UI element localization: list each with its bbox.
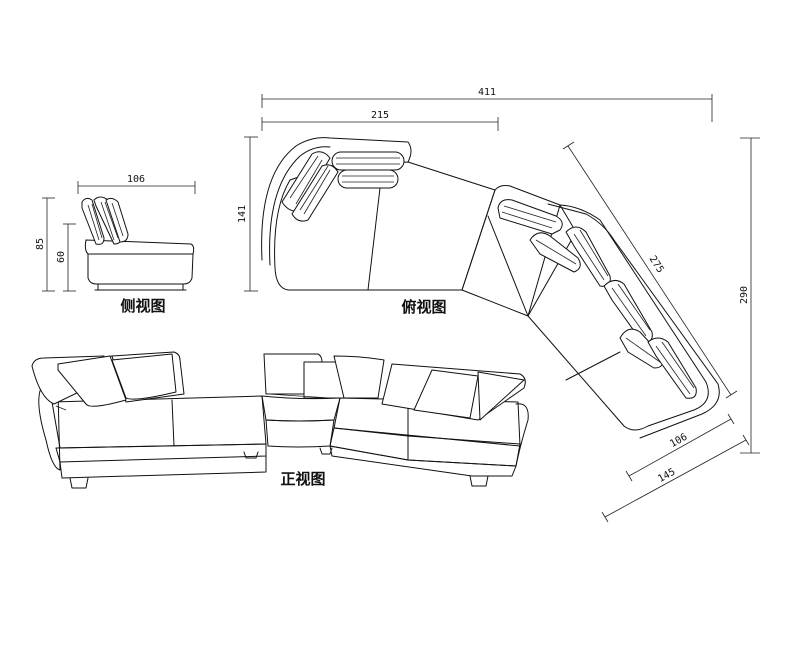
top-total-depth-dimension: 290 [739, 137, 760, 454]
top-view-label: 俯视图 [401, 298, 446, 316]
top-total-width-value: 411 [478, 87, 496, 98]
top-left-width-dimension: 215 [261, 110, 499, 131]
top-seat-depth-value: 106 [668, 432, 689, 450]
side-width-dimension: 106 [77, 174, 196, 194]
top-left-depth-value: 141 [237, 205, 248, 223]
top-seat-depth-dimension: 106 [625, 413, 735, 482]
front-cushions [31, 351, 526, 421]
top-total-depth-value: 290 [739, 286, 750, 304]
top-diagonal-value: 275 [647, 254, 666, 275]
side-height-dimension: 85 [35, 197, 55, 292]
top-sofa-outline [261, 137, 720, 439]
side-sofa-outline [81, 196, 195, 291]
side-height-seat-value: 60 [56, 251, 67, 263]
side-height-total-value: 85 [35, 238, 46, 250]
top-total-width-dimension: 411 [261, 87, 713, 122]
top-left-depth-dimension: 141 [237, 136, 258, 292]
front-sofa-outline [38, 383, 529, 489]
side-view: 106 85 60 [35, 174, 196, 315]
front-view-label: 正视图 [280, 470, 325, 488]
top-view: 411 215 141 290 275 [237, 87, 760, 523]
top-cushions [281, 151, 697, 399]
top-left-width-value: 215 [371, 110, 389, 121]
side-seat-height-dimension: 60 [56, 223, 76, 292]
side-view-label: 侧视图 [120, 297, 165, 315]
front-view: 正视图 [31, 351, 529, 489]
top-overall-depth-value: 145 [656, 467, 677, 485]
side-width-value: 106 [127, 174, 145, 185]
